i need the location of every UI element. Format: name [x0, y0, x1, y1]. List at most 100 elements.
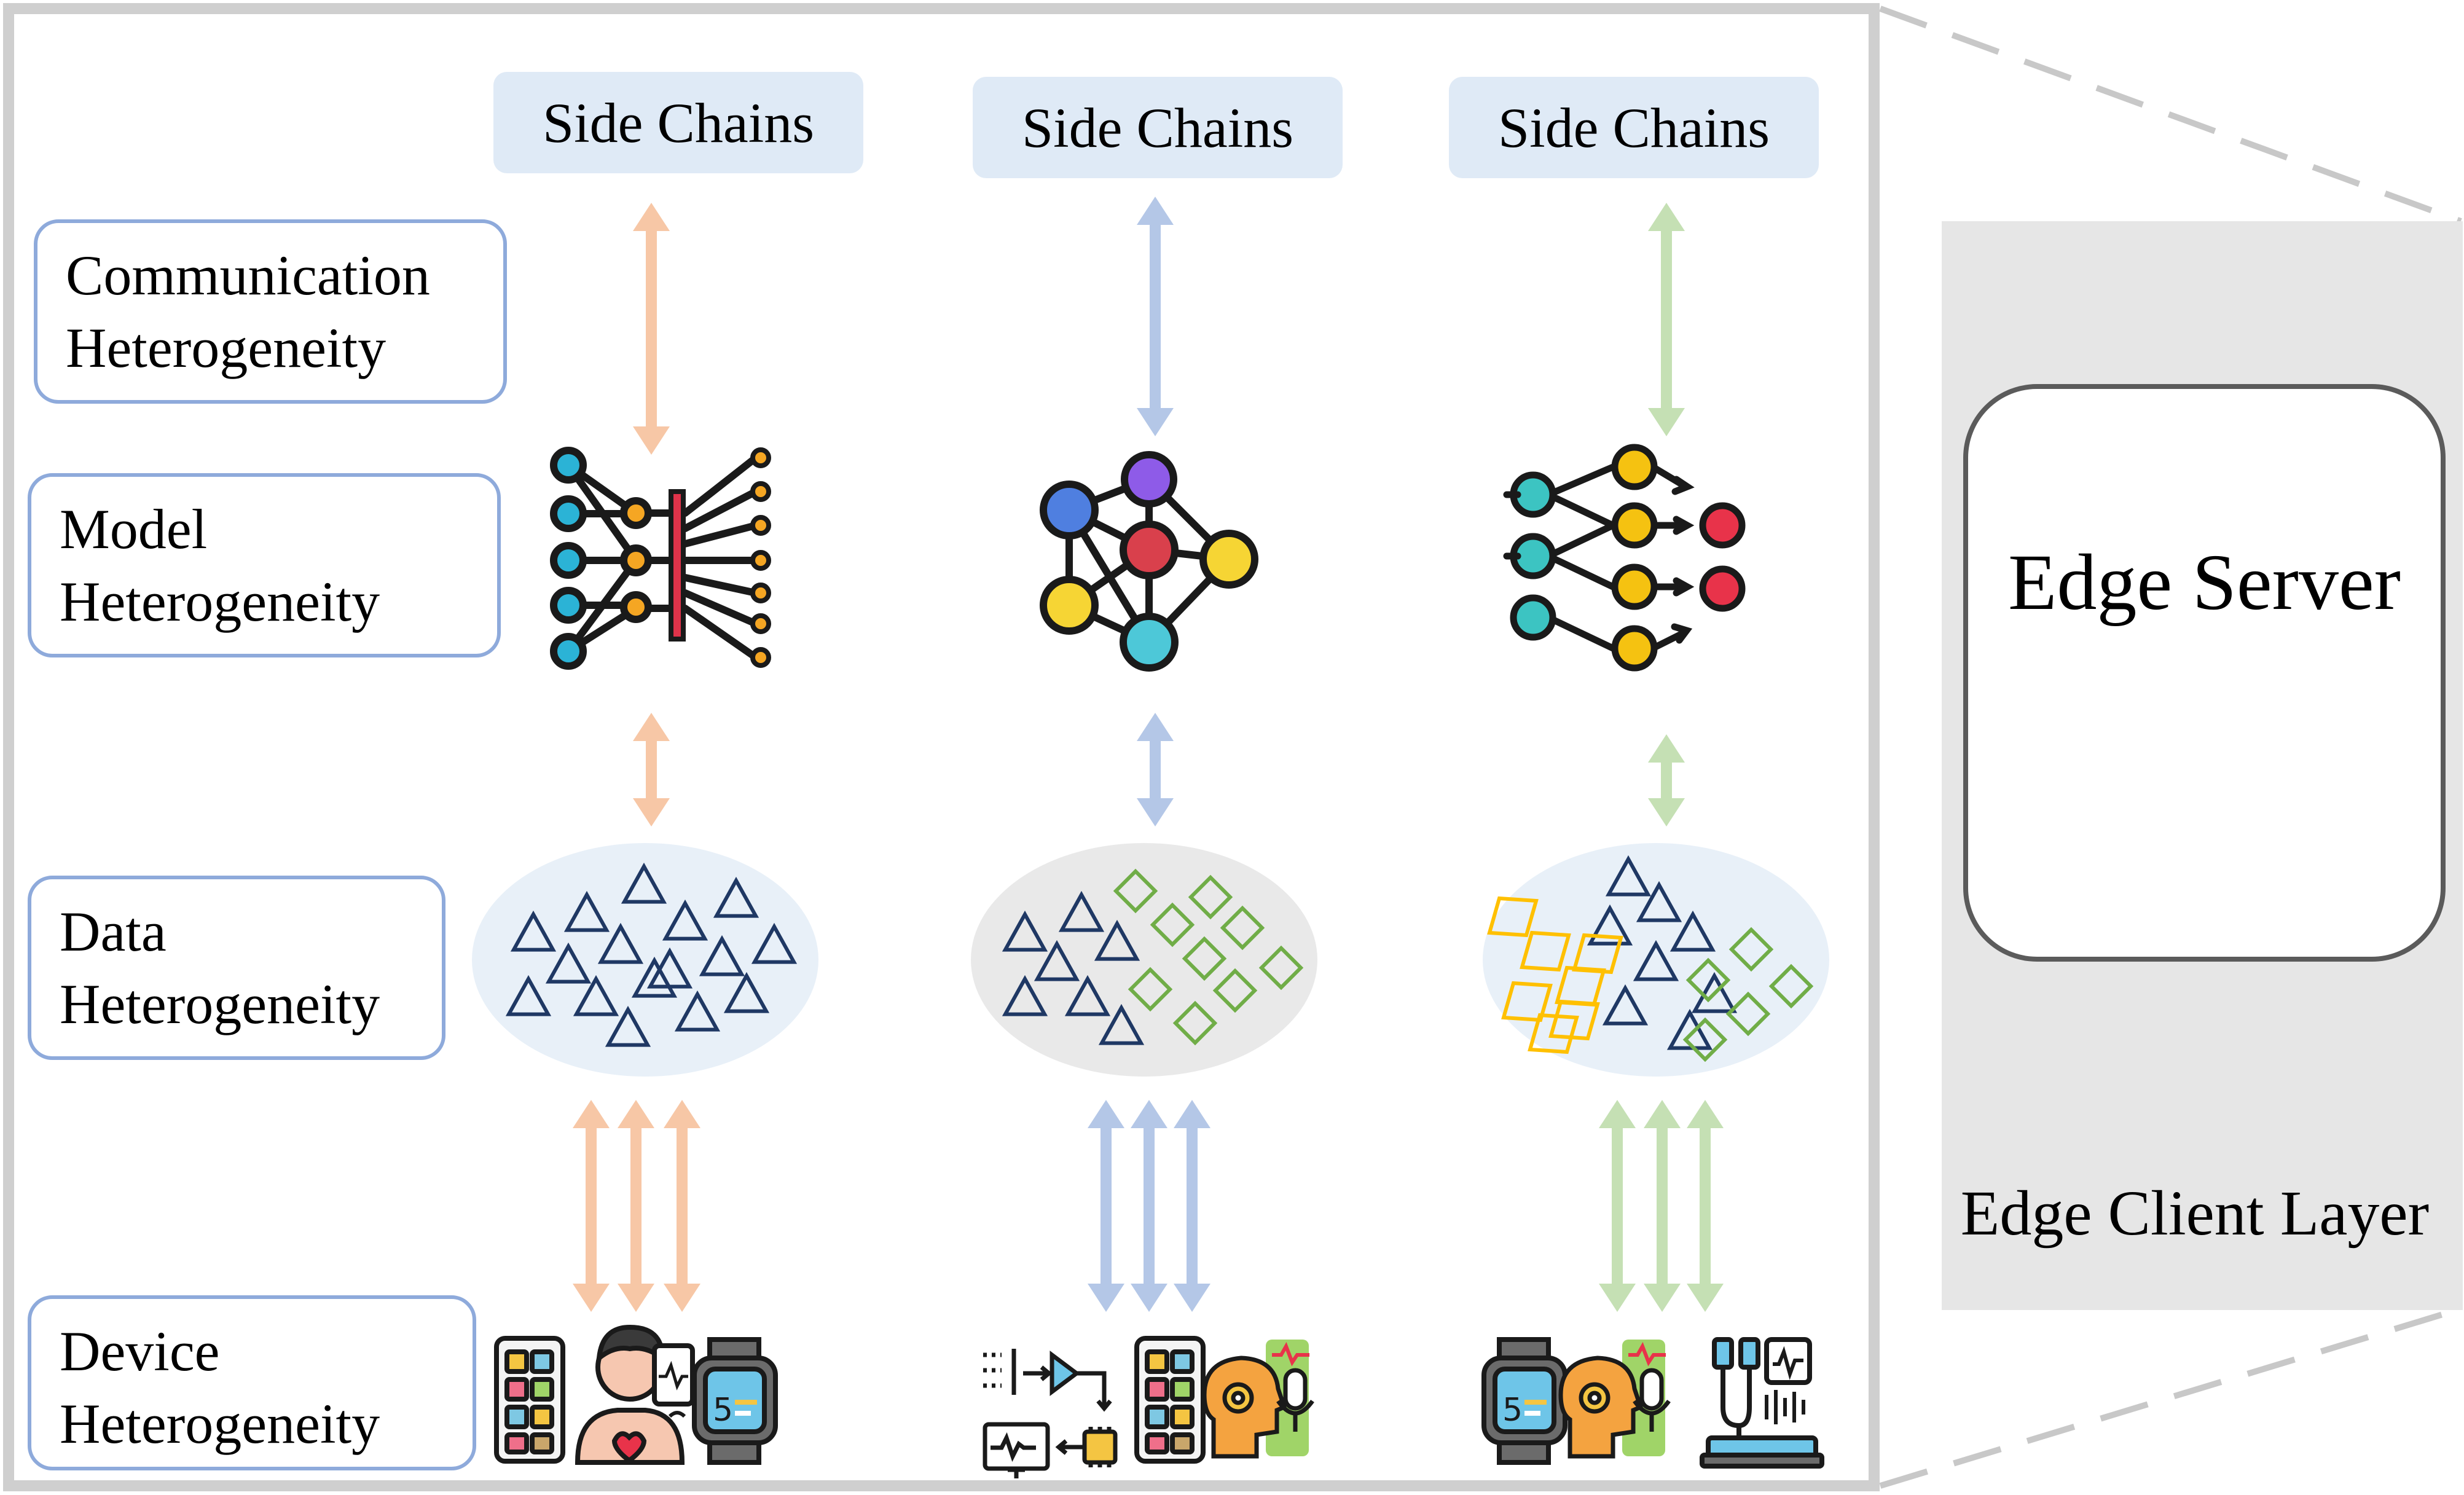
label-line: Device: [60, 1320, 220, 1383]
square-shape: [1548, 999, 1600, 1041]
diamond-shape: [1220, 905, 1265, 951]
square-shape: [1520, 930, 1571, 972]
triangle-shape: [1605, 855, 1652, 897]
triangle-shape: [1666, 1008, 1713, 1050]
diamond-shape: [1682, 1017, 1728, 1062]
diamond-shape: [1182, 936, 1227, 981]
triangle-shape: [573, 975, 619, 1016]
model-data-arrow-1: [633, 713, 670, 826]
data-device-arrow-3-3: [1687, 1100, 1724, 1312]
triangle-shape: [713, 876, 759, 918]
triangle-shape: [1669, 910, 1716, 952]
label-line: Heterogeneity: [66, 316, 386, 379]
diamond-shape: [1258, 945, 1304, 991]
layered-network-icon: [1503, 444, 1746, 672]
diamond-shape: [1212, 968, 1258, 1013]
triangle-shape: [605, 1005, 651, 1047]
label-communication-heterogeneity: Communication Heterogeneity: [34, 219, 507, 404]
label-line: Heterogeneity: [60, 570, 380, 633]
edge-server-card: Edge Server: [1963, 384, 2446, 962]
label-line: Heterogeneity: [60, 1392, 380, 1455]
square-shape: [1528, 1013, 1579, 1054]
diamond-shape: [1768, 963, 1814, 1009]
smartphone-icon: [494, 1336, 565, 1464]
triangle-shape: [751, 922, 798, 964]
label-data-heterogeneity: Data Heterogeneity: [28, 876, 445, 1060]
data-device-arrow-1-3: [664, 1100, 700, 1312]
label-model-heterogeneity: Model Heterogeneity: [28, 473, 501, 657]
arrows-layer: [573, 197, 1724, 1312]
label-line: Model: [60, 498, 208, 560]
graph-network-icon: [1040, 451, 1258, 672]
square-shape: [1487, 896, 1539, 938]
data-shapes-layer: [505, 855, 1814, 1062]
triangle-shape: [505, 975, 552, 1016]
label-device-heterogeneity: Device Heterogeneity: [28, 1295, 476, 1470]
side-chains-box-3: Side Chains: [1449, 77, 1819, 178]
data-device-arrow-1-1: [573, 1100, 610, 1312]
data-device-arrow-2-3: [1174, 1100, 1210, 1312]
svg-text:5: 5: [713, 1392, 733, 1429]
edge-server-title: Edge Server: [2008, 538, 2401, 627]
triangle-shape: [1002, 975, 1048, 1016]
triangle-shape: [545, 942, 592, 984]
diamond-shape: [1113, 868, 1158, 914]
data-ellipse-3: [1483, 843, 1829, 1077]
triangle-shape: [1058, 890, 1105, 932]
triangle-shape: [1636, 881, 1682, 922]
patient-monitor-icon: [575, 1324, 695, 1465]
label-line: Communication: [66, 244, 430, 307]
triangle-shape: [723, 971, 770, 1013]
diamond-shape: [1150, 902, 1195, 948]
diamond-shape: [1685, 957, 1731, 1003]
label-line: Heterogeneity: [60, 973, 380, 1035]
svg-text:5: 5: [1502, 1392, 1523, 1429]
triangle-shape: [631, 956, 678, 998]
diamond-shape: [1725, 991, 1771, 1037]
data-device-arrow-2-1: [1088, 1100, 1124, 1312]
triangle-shape: [597, 922, 644, 964]
triangle-shape: [1002, 910, 1048, 952]
side-chains-box-1: Side Chains: [493, 72, 863, 173]
triangle-shape: [563, 890, 610, 932]
ai-voice-icon-2: [1558, 1340, 1671, 1459]
triangle-shape: [699, 935, 745, 976]
data-device-arrow-3-1: [1599, 1100, 1636, 1312]
triangle-shape: [674, 990, 721, 1032]
model-data-arrow-3: [1648, 734, 1685, 826]
label-line: Data: [60, 900, 167, 963]
smartwatch-icon-2: 5: [1481, 1337, 1567, 1465]
data-device-arrow-2-2: [1131, 1100, 1167, 1312]
smartphone-icon-2: [1134, 1336, 1206, 1464]
data-ellipse-1: [472, 843, 818, 1077]
triangle-shape: [1064, 975, 1111, 1016]
diamond-shape: [1728, 927, 1774, 972]
triangle-shape: [1587, 904, 1633, 946]
data-ellipse-2: [971, 843, 1317, 1077]
side-chain-arrow-2: [1137, 197, 1174, 436]
edge-client-layer-label: Edge Client Layer: [1960, 1178, 2430, 1249]
diamond-shape: [1128, 967, 1173, 1012]
triangle-shape: [1633, 940, 1679, 981]
triangle-shape: [621, 862, 667, 904]
neural-network-icon: [550, 447, 771, 670]
side-chain-arrow-1: [633, 203, 670, 455]
diamond-shape: [1188, 874, 1233, 920]
triangle-shape: [1034, 940, 1080, 981]
triangle-shape: [1602, 984, 1649, 1026]
data-device-arrow-3-2: [1644, 1100, 1681, 1312]
diamond-shape: [1172, 1000, 1218, 1046]
triangle-shape: [662, 899, 708, 941]
square-shape: [1501, 981, 1553, 1022]
triangle-shape: [1098, 1003, 1145, 1045]
signal-circuit-icon: [983, 1349, 1118, 1478]
side-chain-arrow-3: [1648, 203, 1685, 436]
triangle-shape: [1094, 919, 1140, 961]
square-shape: [1572, 933, 1623, 975]
triangle-shape: [510, 910, 557, 952]
smartwatch-icon: 5: [692, 1337, 778, 1465]
signal-sensor-icon: [1700, 1337, 1824, 1469]
dashed-connector-top: [1879, 6, 2462, 224]
model-data-arrow-2: [1137, 713, 1174, 826]
side-chains-box-2: Side Chains: [973, 77, 1343, 178]
